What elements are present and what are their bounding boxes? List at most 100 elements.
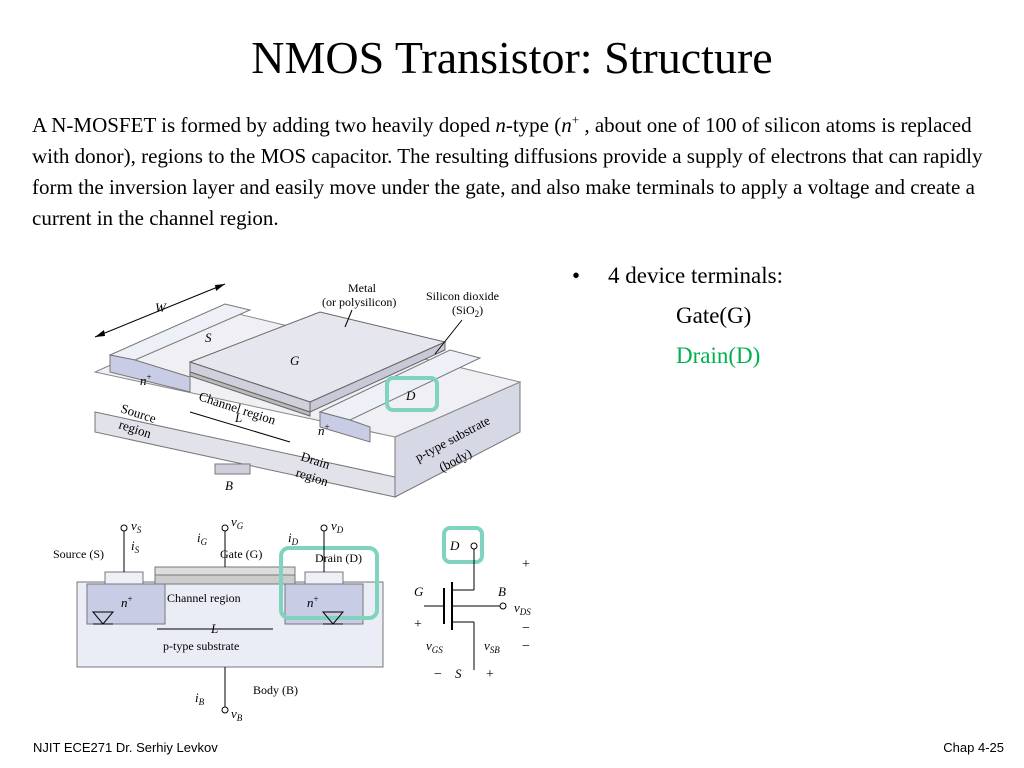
is-label: iS — [131, 538, 140, 555]
vd-label-sub: D — [336, 525, 344, 535]
vsb-label-sub: SB — [490, 645, 501, 655]
vs-terminal — [120, 524, 128, 532]
vg-label-sub: G — [237, 521, 244, 531]
vgs-label-v: v — [426, 638, 432, 653]
vb-label-v: v — [231, 706, 237, 721]
vd-terminal — [320, 524, 328, 532]
vg-label-v: v — [231, 514, 237, 529]
n-plus-source-plus: + — [147, 372, 152, 382]
b-symbol-label: B — [498, 584, 506, 599]
bullet-text: 4 device terminals: — [608, 263, 783, 288]
vb-terminal — [221, 706, 229, 714]
vds-label: vDS — [514, 600, 531, 617]
body-label: Body (B) — [253, 683, 298, 697]
w-arrow — [94, 283, 226, 338]
vs-label-sub: S — [137, 525, 142, 535]
minus-r2-label: − — [522, 639, 530, 654]
w-arrow-head-left — [95, 330, 105, 337]
n-plus-drain: n+ — [318, 422, 330, 438]
oxide-label-1: Silicon dioxide — [426, 289, 499, 303]
metal-label-2: (or polysilicon) — [322, 295, 396, 309]
vgs-label: vGS — [426, 638, 443, 655]
para-text-1: A N-MOSFET is formed by adding two heavi… — [32, 113, 496, 137]
is-label-sub: S — [135, 545, 140, 555]
w-arrow-head-right — [215, 284, 225, 291]
n-plus-source-n: n — [140, 373, 147, 388]
vb-label: vB — [231, 706, 243, 722]
ig-label: iG — [197, 530, 208, 547]
vd-label-v: v — [331, 518, 337, 533]
vgs-label-sub: GS — [432, 645, 443, 655]
source-contact — [104, 571, 144, 585]
s-label: S — [205, 330, 212, 345]
d-symbol-label: D — [449, 538, 460, 553]
footer-right: Chap 4-25 — [943, 740, 1004, 755]
l-arrow — [189, 411, 291, 443]
terminal-gate: Gate(G) — [676, 303, 752, 328]
g-symbol-label: G — [414, 584, 424, 599]
n-plus-right-plus: + — [314, 594, 319, 604]
gate-side — [309, 341, 446, 413]
drain-label: Drain (D) — [315, 551, 362, 565]
vds-label-sub: DS — [519, 607, 531, 617]
g-label: G — [290, 353, 300, 368]
oxide-pointer — [434, 319, 463, 355]
d-symbol-highlight — [442, 526, 484, 564]
id-label-sub: D — [291, 537, 299, 547]
ib-label: iB — [195, 690, 205, 707]
metal-label-1: Metal — [348, 281, 377, 295]
oxide-layer — [189, 371, 311, 417]
vs-label: vS — [131, 518, 142, 535]
d-highlight — [385, 376, 439, 412]
is-label-i: i — [131, 538, 135, 553]
n-plus-right-n: n — [307, 595, 314, 610]
d-symbol-terminal — [470, 542, 478, 550]
gate-oxide — [154, 574, 296, 585]
para-text-3: , about one of 100 of silicon atoms is r… — [32, 113, 983, 230]
source-region — [109, 354, 191, 393]
vd-label: vD — [331, 518, 344, 535]
minus-bl-label: − — [434, 667, 442, 682]
oxide-label-close: ) — [479, 303, 483, 317]
drain-contact — [304, 571, 344, 585]
gate-label: Gate (G) — [220, 547, 262, 561]
id-label: iD — [288, 530, 299, 547]
para-n-italic: n — [495, 113, 506, 137]
vg-terminal — [221, 524, 229, 532]
source-n-region — [86, 583, 166, 625]
n-plus-drain-plus: + — [325, 422, 330, 432]
channel-label: Channel region — [167, 591, 241, 605]
vs-label-v: v — [131, 518, 137, 533]
ig-label-sub: G — [201, 537, 208, 547]
nmos-circuit-symbol: D G B S + + − vGS vDS vSB − + − — [414, 526, 531, 682]
nmos-3d-diagram: W L Metal (or polysilicon) Silicon dioxi… — [93, 281, 522, 498]
plus-g-label: + — [414, 617, 422, 632]
ib-label-sub: B — [199, 697, 205, 707]
gate-electrode — [154, 566, 296, 576]
oxide-label-open: (SiO — [452, 303, 475, 317]
terminal-drain: Drain(D) — [676, 343, 761, 368]
n-plus-left-n: n — [121, 595, 128, 610]
para-text-2: -type ( — [505, 113, 562, 137]
terminal-list: • 4 device terminals: Gate(G) Drain(D) — [572, 256, 783, 376]
minus-right-label: − — [522, 621, 530, 636]
vds-label-v: v — [514, 600, 520, 615]
ib-label-i: i — [195, 690, 199, 705]
d-label: D — [405, 388, 416, 403]
n-plus-right: n+ — [307, 594, 319, 610]
drain-highlight — [279, 546, 379, 620]
plus-br-label: + — [486, 667, 494, 682]
vb-label-sub: B — [237, 713, 243, 722]
n-plus-drain-n: n — [318, 423, 325, 438]
vsb-label: vSB — [484, 638, 500, 655]
oxide-label-sub: 2 — [475, 309, 480, 319]
plus-top-label: + — [522, 557, 530, 572]
drain-region — [319, 411, 371, 443]
metal-pointer — [344, 309, 353, 328]
bullet-icon: • — [572, 263, 581, 288]
source-label: Source (S) — [53, 547, 104, 561]
slide-title: NMOS Transistor: Structure — [251, 32, 773, 83]
diode-right-icon — [321, 611, 345, 625]
ig-label-i: i — [197, 530, 201, 545]
diode-left-icon — [91, 611, 115, 625]
